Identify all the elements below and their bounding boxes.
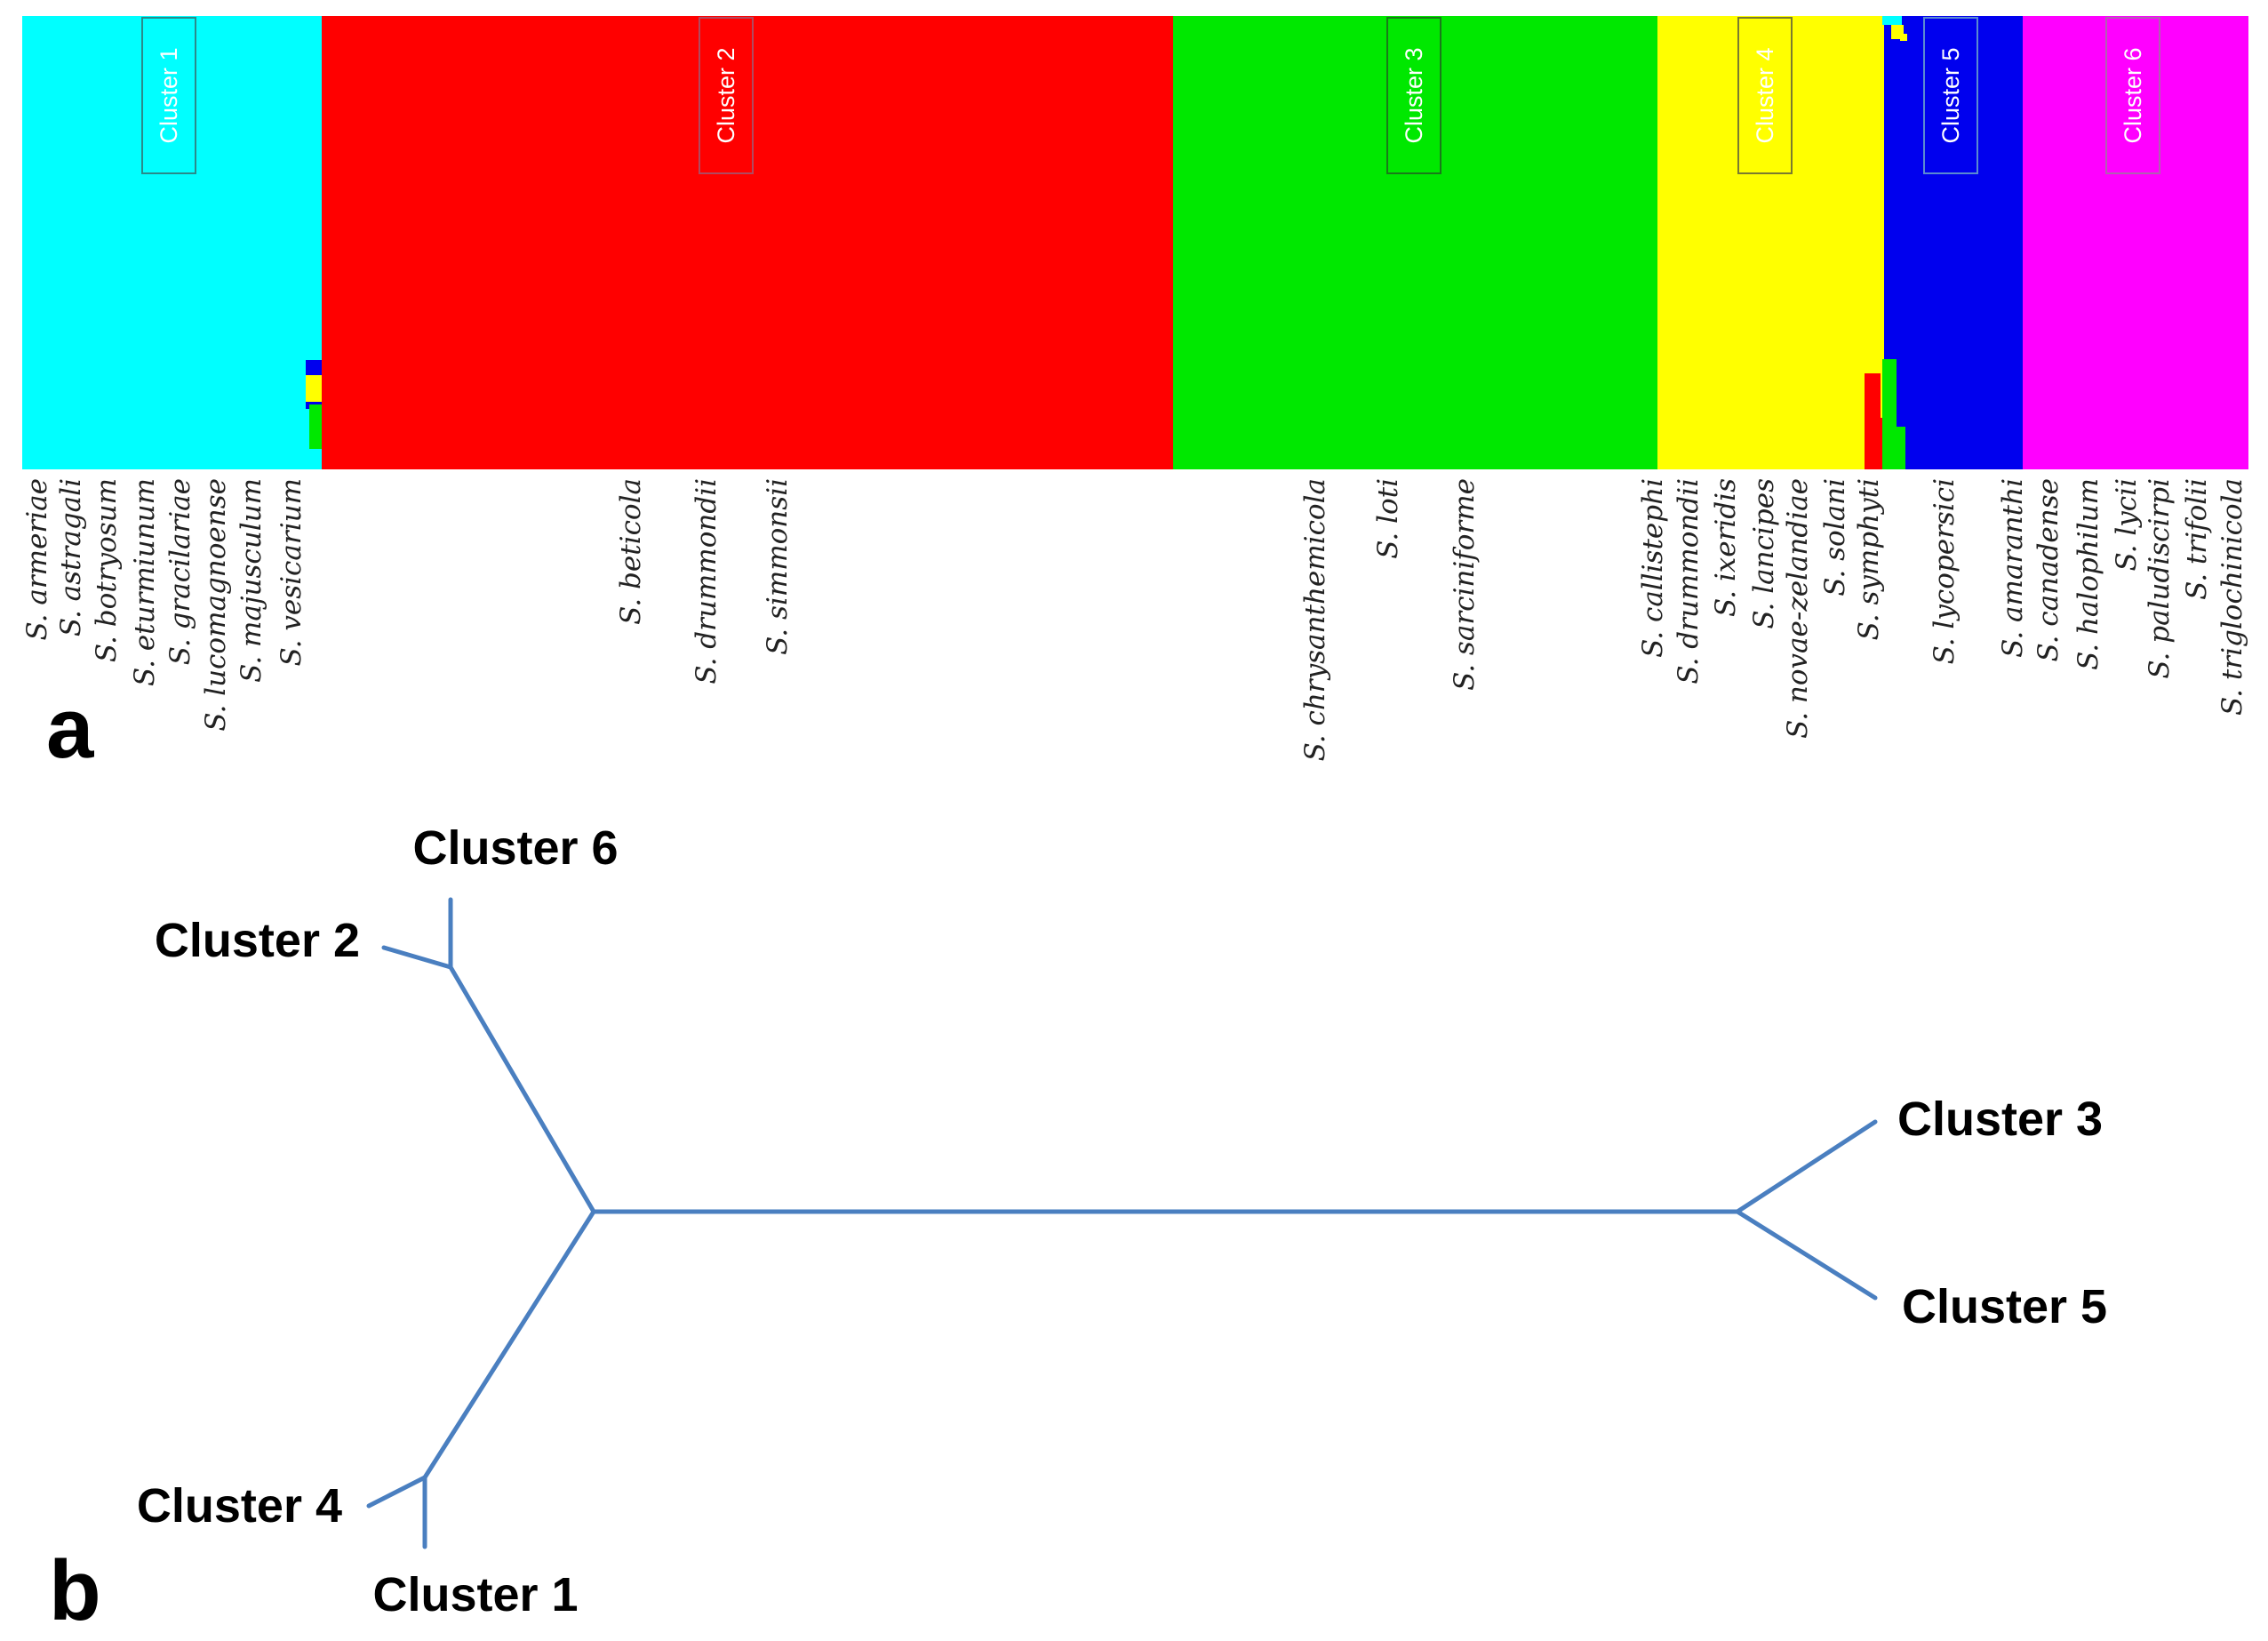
admixture-segment	[309, 404, 322, 449]
cluster-2-label: Cluster 2	[713, 47, 739, 143]
cluster-2-bar	[322, 16, 1173, 469]
cluster-1-label-box	[141, 17, 196, 174]
cluster-1-bar	[22, 16, 322, 469]
species-label: S. paludiscirpi	[2144, 478, 2176, 679]
tree-label-cluster5: Cluster 5	[1902, 1280, 2107, 1333]
species-label: S. majusculum	[236, 478, 268, 683]
panel-a-label: a	[46, 681, 94, 776]
tree-label-cluster4: Cluster 4	[137, 1479, 342, 1533]
species-label: S. lycopersici	[1929, 478, 1961, 664]
species-label: S. lycii	[2111, 478, 2143, 571]
admixture-segment	[1870, 418, 1882, 469]
species-label: S. novae-zelandiae	[1782, 478, 1814, 739]
tree-label-cluster6: Cluster 6	[412, 821, 618, 875]
species-label: S. astragali	[55, 478, 87, 636]
species-label: S. callistephi	[1637, 478, 1669, 658]
species-label: S. amaranthi	[1997, 478, 2029, 658]
species-label: S. ixeridis	[1710, 478, 1742, 617]
species-label: S. armeriae	[21, 478, 53, 640]
tree-branch-cluster3	[1735, 1119, 1878, 1214]
species-label: S. canadense	[2032, 478, 2064, 662]
tree-branch-cluster2-6	[448, 965, 596, 1214]
cluster-3-label-box	[1386, 17, 1441, 174]
cluster-6-label: Cluster 6	[2120, 47, 2146, 143]
cluster-3-label: Cluster 3	[1401, 47, 1427, 143]
admixture-segment	[1882, 16, 1902, 25]
cluster-4-bar	[1657, 16, 1884, 469]
cluster-5-label-box	[1923, 17, 1978, 174]
species-label: S. halophilum	[2072, 478, 2104, 670]
cluster-6-label-box	[2105, 17, 2160, 174]
species-label: S. sarciniforme	[1449, 478, 1481, 691]
panel-b-label: b	[49, 1543, 101, 1638]
admixture-segment	[1891, 427, 1905, 469]
cluster-5-label: Cluster 5	[1937, 47, 1964, 143]
species-label: S. eturmiunum	[129, 478, 161, 686]
tree-branch-cluster4	[366, 1475, 427, 1509]
species-label: S. triglochinicola	[2216, 478, 2248, 716]
species-label: S. drummondii	[691, 478, 723, 684]
species-label: S. gracilariae	[164, 478, 196, 665]
admixture-segment	[306, 375, 322, 402]
species-label: S. symphyti	[1853, 478, 1885, 640]
cluster-4-label: Cluster 4	[1752, 47, 1778, 143]
species-label: S. lucomagnoense	[200, 478, 232, 732]
species-label: S. loti	[1372, 478, 1404, 559]
species-label: S. chrysanthemicola	[1299, 478, 1331, 761]
cluster-1-label: Cluster 1	[156, 47, 182, 143]
tree-label-cluster1: Cluster 1	[372, 1568, 578, 1621]
species-label: S. botryosum	[91, 478, 123, 662]
tree-label-cluster2: Cluster 2	[155, 914, 360, 967]
species-label: S. simmonsii	[762, 478, 794, 655]
species-label: S. vesicarium	[276, 478, 307, 666]
cluster-6-bar	[2023, 16, 2248, 469]
admixture-segment	[1900, 34, 1907, 41]
structure-bar-plot: Cluster 1 Cluster 2 Cluster 3 Cluster 4 Clus…	[21, 16, 2248, 761]
cluster-4-label-box	[1737, 17, 1793, 174]
cluster-tree	[366, 897, 1878, 1549]
cluster-5-bar	[1884, 16, 2023, 469]
tree-branch-cluster2	[381, 945, 453, 970]
tree-branch-cluster5	[1735, 1209, 1878, 1301]
cluster-3-bar	[1173, 16, 1657, 469]
cluster-2-label-box	[699, 17, 754, 174]
species-label: S. beticola	[615, 478, 647, 625]
species-label: S. lancipes	[1748, 478, 1780, 629]
tree-branch-cluster4-1	[422, 1209, 596, 1480]
tree-label-cluster3: Cluster 3	[1897, 1093, 2103, 1146]
species-label: S. drummondii	[1673, 478, 1705, 684]
species-label: S. solani	[1819, 478, 1851, 596]
species-label: S. trifolii	[2181, 478, 2213, 600]
